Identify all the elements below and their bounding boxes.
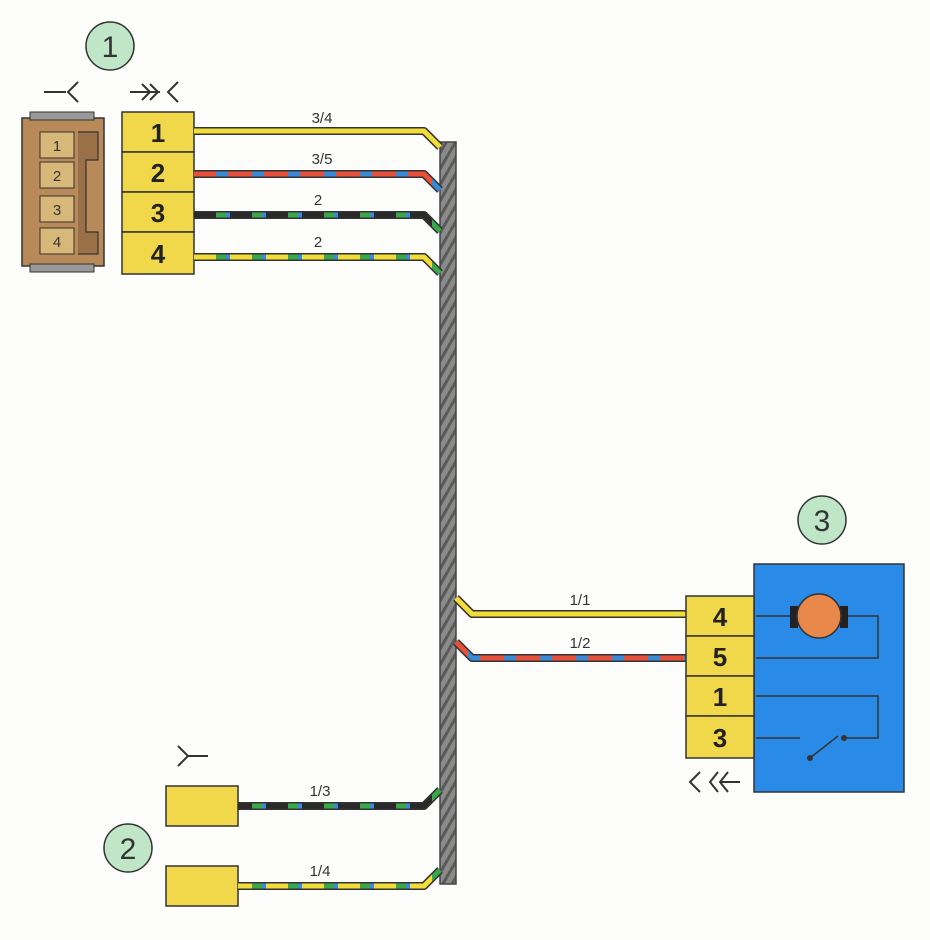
callout-3: 3 <box>797 495 847 545</box>
connector-1-socket: 1 2 3 4 <box>21 111 105 273</box>
connector-2-plug-b <box>165 865 239 907</box>
harness-bundle <box>439 141 457 885</box>
plug-pin-2: 2 <box>151 158 165 188</box>
socket-symbol <box>44 81 79 103</box>
callout-1: 1 <box>85 21 135 71</box>
wire-1-label: 3/4 <box>312 110 333 127</box>
plug-symbol <box>130 81 179 103</box>
wire-5: 1/1 <box>453 592 686 618</box>
socket-pin-3: 3 <box>53 202 61 219</box>
wire-3: 2 <box>194 192 443 234</box>
connector-1-plug: 1 2 3 4 <box>121 111 195 275</box>
callout-3-label: 3 <box>814 505 831 538</box>
connector-3-pin-c: 1 <box>713 682 727 712</box>
plug-pin-3: 3 <box>151 198 165 228</box>
wire-8: 1/4 <box>238 863 443 890</box>
wire-6-label: 1/2 <box>570 635 591 652</box>
wire-2: 3/5 <box>194 151 443 193</box>
connector-3-pin-a: 4 <box>713 602 728 632</box>
callout-1-label: 1 <box>102 31 119 64</box>
wire-5-label: 1/1 <box>570 592 591 609</box>
wire-7: 1/3 <box>238 783 443 810</box>
connector-2-symbol <box>177 745 208 767</box>
connector-2-plug-a <box>165 785 239 827</box>
callout-2-label: 2 <box>120 833 137 866</box>
plug-pin-4: 4 <box>151 239 166 269</box>
callout-2: 2 <box>103 823 153 873</box>
wire-6: 1/2 <box>453 635 686 662</box>
wire-8-label: 1/4 <box>310 863 331 880</box>
connector-3-symbol <box>688 771 740 793</box>
wire-4: 2 <box>194 234 443 276</box>
wire-2-label: 3/5 <box>312 151 333 168</box>
socket-pin-4: 4 <box>53 234 61 251</box>
motor-body <box>753 563 905 793</box>
connector-3-pin-d: 3 <box>713 723 727 753</box>
switch-contact <box>809 735 839 759</box>
plug-pin-1: 1 <box>151 118 165 148</box>
wire-7-label: 1/3 <box>310 783 331 800</box>
socket-pin-1: 1 <box>53 138 61 155</box>
socket-pin-2: 2 <box>53 168 61 185</box>
wire-4-label: 2 <box>314 234 322 251</box>
connector-3-pin-b: 5 <box>713 642 727 672</box>
wire-1: 3/4 <box>194 110 443 150</box>
connector-3: 4 5 1 3 <box>685 595 755 759</box>
wire-3-label: 2 <box>314 192 322 209</box>
motor-rotor <box>796 593 842 639</box>
